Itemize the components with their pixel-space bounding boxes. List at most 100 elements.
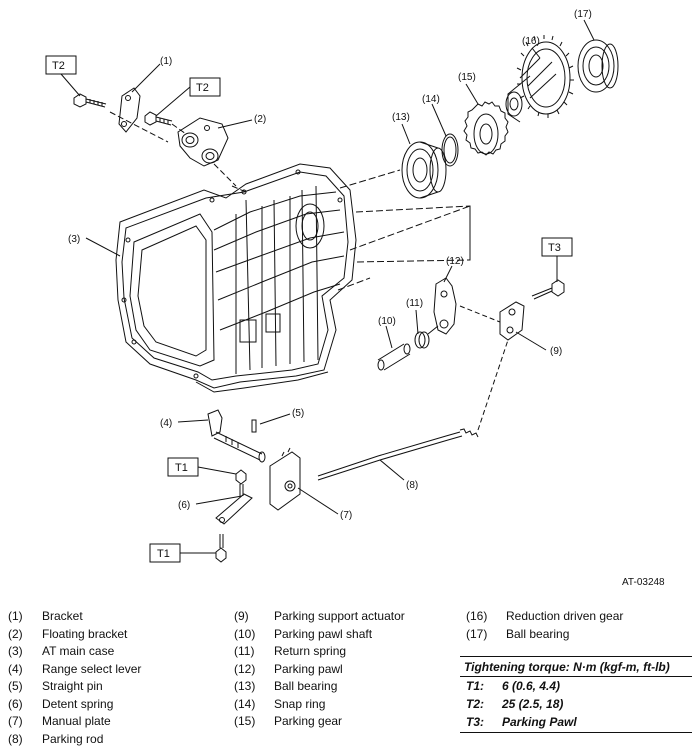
legend-label: Parking pawl shaft (274, 626, 373, 641)
legend-item: (13) Ball bearing (234, 678, 405, 696)
torque-value: Parking Pawl (502, 715, 577, 729)
torque-row: T3:Parking Pawl (460, 713, 692, 731)
torque-table-title: Tightening torque: N·m (kgf-m, ft-lb) (460, 656, 692, 677)
ball-bearing-17 (577, 39, 619, 93)
callout-2: (2) (254, 114, 266, 125)
legend-item: (17) Ball bearing (466, 626, 623, 644)
legend-label: Detent spring (42, 696, 114, 711)
legend-item: (9) Parking support actuator (234, 608, 405, 626)
figure-id: AT-03248 (622, 577, 665, 588)
legend-num: (16) (466, 609, 488, 623)
bolt-t3 (531, 279, 565, 300)
legend-label: Parking support actuator (274, 609, 405, 623)
callout-15: (15) (458, 72, 476, 83)
legend-item: (7) Manual plate (8, 713, 141, 731)
legend-label: Return spring (274, 644, 347, 658)
callout-14: (14) (422, 94, 440, 105)
legend-num: (14) (234, 696, 256, 711)
legend-item: (5)Straight pin (8, 678, 141, 696)
callout-5: (5) (292, 408, 304, 419)
callout-7: (7) (340, 510, 352, 521)
callout-13: (13) (392, 112, 410, 123)
parking-support-actuator-9 (459, 301, 525, 341)
legend-label: Parking pawl (274, 661, 343, 676)
callout-10: (10) (378, 316, 396, 327)
bolt-mid-t2 (144, 111, 173, 126)
legend-column-2: (9) Parking support actuator (10) Parking … (234, 608, 405, 731)
callout-11: (11) (406, 298, 423, 309)
legend-item: (8) Parking rod (8, 731, 141, 749)
t2-tag-mid: T2 (196, 82, 209, 94)
t1-tag-lower: T1 (157, 548, 170, 560)
exploded-diagram: T2 T2 T3 T1 T1 (1) (2) (3) (4) (5) (6) (… (45, 9, 619, 563)
legend-item: (12) Parking pawl (234, 661, 405, 679)
legend-item: (14)Snap ring (234, 696, 405, 714)
legend-label: Parking gear (274, 714, 343, 728)
callout-17: (17) (574, 9, 592, 20)
legend-num: (3) (8, 644, 23, 658)
legend-num: (6) (8, 696, 23, 711)
torque-value: 25 (2.5, 18) (502, 697, 564, 711)
torque-table-bottom-rule (460, 731, 692, 733)
legend-item: (2) Floating bracket (8, 626, 141, 644)
detent-spring-6 (215, 493, 253, 525)
callout-6: (6) (178, 500, 190, 511)
torque-row: T2: 25 (2.5, 18) (460, 695, 692, 713)
callout-4: (4) (160, 418, 172, 429)
t2-tag-left: T2 (52, 60, 65, 72)
bolt-left-t2 (73, 93, 107, 108)
legend-label: Straight pin (42, 679, 103, 693)
callout-8: (8) (406, 480, 418, 491)
legend-item: (6) Detent spring (8, 696, 141, 714)
legend-item: (4) Range select lever (8, 661, 141, 679)
torque-table: Tightening torque: N·m (kgf-m, ft-lb) T1… (460, 656, 692, 733)
legend-num: (1) (8, 609, 23, 623)
bracket-part (118, 87, 141, 133)
torque-value: 6 (0.6, 4.4) (502, 679, 561, 693)
legend-num: (13) (234, 679, 256, 693)
legend-label: Manual plate (42, 714, 111, 728)
legend-num: (9) (234, 609, 249, 623)
legend-label: Floating bracket (42, 626, 128, 641)
legend-label: Bracket (42, 609, 83, 623)
legend-item: (11)Return spring (234, 643, 405, 661)
legend-num: (10) (234, 626, 256, 641)
legend-column-3: (16) Reduction driven gear (17) Ball beari… (466, 608, 623, 643)
manual-plate-7 (269, 447, 301, 511)
torque-key: T2: (466, 697, 484, 711)
straight-pin-5 (251, 419, 257, 433)
torque-row: T1:6 (0.6, 4.4) (460, 677, 692, 695)
callout-1: (1) (160, 56, 172, 67)
bolt-t1-lower (215, 534, 227, 563)
floating-bracket-part (177, 117, 229, 167)
bolt-t1-upper (235, 469, 247, 496)
legend-item: (10) Parking pawl shaft (234, 626, 405, 644)
legend-label: Range select lever (42, 661, 142, 676)
legend-num: (7) (8, 714, 23, 728)
callout-12: (12) (446, 256, 464, 267)
t3-tag: T3 (548, 242, 561, 254)
legend-label: Reduction driven gear (506, 609, 624, 623)
legend-num: (2) (8, 626, 23, 641)
legend-num: (8) (8, 731, 23, 746)
reduction-driven-gear-16 (505, 35, 574, 123)
legend-label: Ball bearing (506, 626, 570, 641)
ball-bearing-13 (401, 141, 447, 199)
callout-3: (3) (68, 234, 80, 245)
return-spring-11 (414, 325, 439, 349)
parking-gear-15 (463, 101, 509, 156)
legend-label: Ball bearing (274, 679, 338, 693)
legend-item: (15)Parking gear (234, 713, 405, 731)
parking-pawl-12 (433, 277, 457, 335)
legend-num: (17) (466, 626, 488, 641)
legend-num: (4) (8, 661, 23, 676)
legend-item: (1) Bracket (8, 608, 141, 626)
legend-num: (12) (234, 661, 256, 676)
legend-column-1: (1) Bracket (2) Floating bracket (3) AT mai… (8, 608, 141, 748)
legend-label: AT main case (42, 644, 115, 658)
legend-label: Parking rod (42, 731, 104, 746)
t1-tag-upper: T1 (175, 462, 188, 474)
legend-item: (3) AT main case (8, 643, 141, 661)
at-main-case (115, 163, 357, 393)
parking-pawl-shaft-10 (377, 343, 411, 371)
